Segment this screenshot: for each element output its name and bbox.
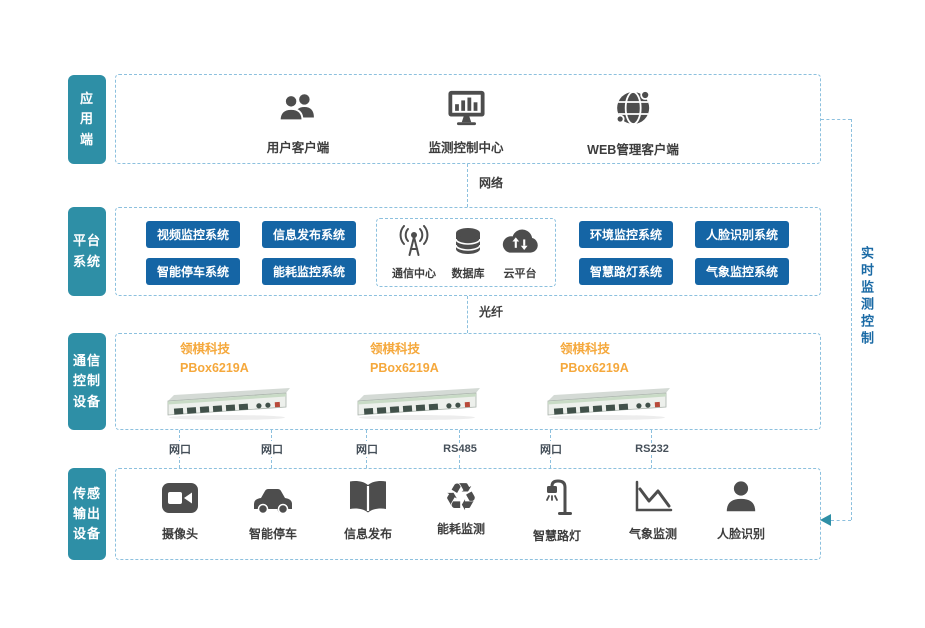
sensor-node-camera: 摄像头 <box>160 481 200 542</box>
device-layer-box: 领棋科技 PBox6219A <box>115 333 821 430</box>
fiber-link-label: 光纤 <box>479 305 504 319</box>
sensor-node-info-publish: 信息发布 <box>344 479 392 542</box>
sensor-label: 智能停车 <box>248 527 298 541</box>
sensor-label: 智慧路灯 <box>532 529 582 543</box>
system-button-info-publish[interactable]: 信息发布系统 <box>262 221 356 248</box>
layer-tab-comm-control: 通信 控制 设备 <box>68 333 106 430</box>
rack-device-image <box>164 381 296 426</box>
network-link-line <box>467 164 468 207</box>
globe-icon <box>611 87 655 134</box>
users-icon <box>275 89 321 132</box>
core-item-cloud: 云平台 <box>500 225 540 281</box>
sensor-label: 人脸识别 <box>716 527 766 541</box>
port-label-lan-1: 网口 <box>166 441 194 457</box>
fiber-link-line <box>467 296 468 333</box>
core-item-label: 云平台 <box>503 267 537 280</box>
node-monitor-center: 监测控制中心 <box>428 89 504 156</box>
platform-layer-box: 视频监控系统 信息发布系统 智能停车系统 能耗监控系统 <box>115 207 821 296</box>
streetlight-icon <box>539 477 575 522</box>
camera-icon <box>160 481 200 520</box>
sensor-node-parking: 智能停车 <box>249 481 297 542</box>
node-web-client: WEB管理客户端 <box>587 87 679 158</box>
core-item-comm-center: 通信中心 <box>392 224 436 281</box>
pbox-device-1: 领棋科技 PBox6219A <box>164 340 296 426</box>
system-button-smart-streetlight[interactable]: 智慧路灯系统 <box>579 258 673 285</box>
sensor-label: 摄像头 <box>161 527 198 541</box>
person-icon <box>722 479 760 520</box>
feedback-arrowhead-icon <box>820 514 831 526</box>
sensor-node-weather: 气象监测 <box>629 479 677 542</box>
database-icon <box>451 225 485 262</box>
device-brand: 领棋科技 <box>370 342 421 356</box>
port-label-rs485: RS485 <box>440 443 480 455</box>
car-icon <box>250 481 296 520</box>
core-item-label: 通信中心 <box>392 267 436 280</box>
system-button-weather-monitor[interactable]: 气象监控系统 <box>695 258 789 285</box>
device-model: PBox6219A <box>370 361 439 376</box>
system-button-energy-monitor[interactable]: 能耗监控系统 <box>262 258 356 285</box>
sensor-node-streetlight: 智慧路灯 <box>533 477 581 544</box>
node-user-client: 用户客户端 <box>266 89 330 156</box>
sensor-node-energy: ♻ 能耗监测 <box>436 475 486 537</box>
device-brand: 领棋科技 <box>560 342 611 356</box>
layer-tab-application: 应 用 端 <box>68 75 106 164</box>
pbox-device-3: 领棋科技 PBox6219A <box>544 340 676 426</box>
port-label-lan-2: 网口 <box>258 441 286 457</box>
device-brand: 领棋科技 <box>180 342 231 356</box>
core-item-database: 数据库 <box>451 225 485 281</box>
book-icon <box>346 479 390 520</box>
port-label-lan-3: 网口 <box>353 441 381 457</box>
system-button-video-surveillance[interactable]: 视频监控系统 <box>146 221 240 248</box>
system-button-smart-parking[interactable]: 智能停车系统 <box>146 258 240 285</box>
sensor-label: 气象监测 <box>628 527 678 541</box>
core-platform-box: 通信中心 数据库 <box>376 218 556 287</box>
layer-tab-platform: 平台 系统 <box>68 207 106 296</box>
core-item-label: 数据库 <box>451 267 485 280</box>
layer-tab-sensor-output: 传感 输出 设备 <box>68 468 106 560</box>
system-button-face-recognition[interactable]: 人脸识别系统 <box>695 221 789 248</box>
network-link-label: 网络 <box>479 176 504 190</box>
sensor-node-face: 人脸识别 <box>717 479 765 542</box>
chart-icon <box>632 479 674 520</box>
sensor-label: 能耗监测 <box>436 522 486 536</box>
realtime-control-label: 实时监测控制 <box>859 246 874 348</box>
feedback-line-top <box>821 119 851 120</box>
monitor-icon <box>442 89 490 132</box>
port-label-rs232: RS232 <box>632 443 672 455</box>
antenna-icon <box>397 224 431 262</box>
cloud-icon <box>500 225 540 262</box>
node-label: 用户客户端 <box>266 141 330 155</box>
system-button-environment-monitor[interactable]: 环境监控系统 <box>579 221 673 248</box>
feedback-line-vertical <box>851 119 852 520</box>
application-layer-box: 用户客户端 监测控制中心 <box>115 74 821 164</box>
pbox-device-2: 领棋科技 PBox6219A <box>354 340 486 426</box>
sensor-layer-box: 摄像头 智能停车 信息发布 ♻ 能耗监测 <box>115 468 821 560</box>
device-model: PBox6219A <box>560 361 629 376</box>
node-label: 监测控制中心 <box>428 141 504 155</box>
rack-device-image <box>544 381 676 426</box>
port-label-lan-4: 网口 <box>537 441 565 457</box>
recycle-icon: ♻ <box>443 475 479 519</box>
rack-device-image <box>354 381 486 426</box>
feedback-line-bottom <box>831 520 851 521</box>
sensor-label: 信息发布 <box>343 527 393 541</box>
node-label: WEB管理客户端 <box>587 143 679 157</box>
device-model: PBox6219A <box>180 361 249 376</box>
